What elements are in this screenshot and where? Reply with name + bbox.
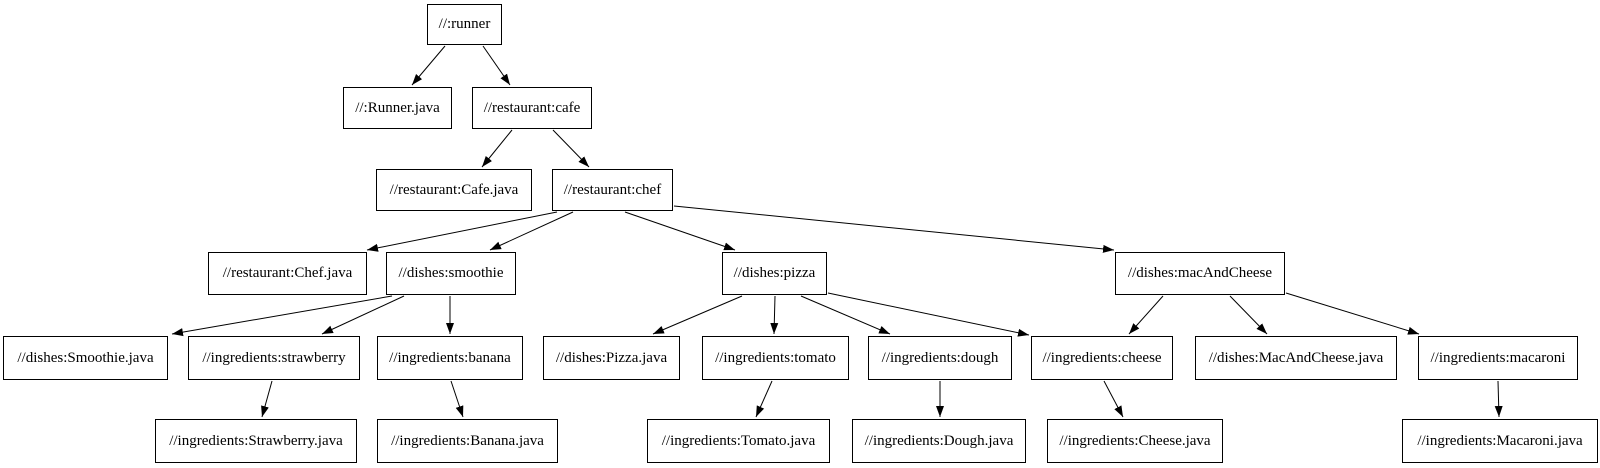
edge-macandcheese-to-macaroni [1285, 292, 1420, 335]
graph-node-cheese: //ingredients:cheese [1031, 336, 1173, 380]
edge-smoothie-to-strawberry [321, 295, 405, 335]
edge-pizza-to-dough [800, 295, 891, 335]
edge-cafe-to-cafe_java [481, 129, 513, 168]
edge-strawberry-to-strawberry_java [261, 380, 273, 418]
graph-node-cafe: //restaurant:cafe [472, 87, 592, 129]
edge-banana-to-banana_java [450, 380, 464, 418]
edge-chef-to-pizza [624, 211, 736, 251]
graph-node-pizza: //dishes:pizza [722, 252, 827, 295]
edge-runner-to-runner_java [411, 45, 446, 86]
graph-node-chef_java: //restaurant:Chef.java [208, 252, 367, 295]
edge-macandcheese-to-macandcheese_java [1229, 295, 1268, 335]
graph-node-runner: //:runner [427, 4, 502, 45]
edge-macandcheese-to-cheese [1128, 295, 1164, 335]
graph-node-dough_java: //ingredients:Dough.java [852, 419, 1026, 463]
edge-tomato-to-tomato_java [755, 380, 773, 418]
graph-node-strawberry_java: //ingredients:Strawberry.java [155, 419, 357, 463]
edge-macaroni-to-macaroni_java [1494, 380, 1503, 418]
graph-node-runner_java: //:Runner.java [343, 87, 452, 129]
edge-pizza-to-tomato [770, 295, 779, 335]
edge-layer [171, 45, 1503, 418]
edge-runner-to-cafe [482, 45, 511, 86]
edge-smoothie-to-smoothie_java [171, 295, 393, 337]
graph-node-banana_java: //ingredients:Banana.java [377, 419, 558, 463]
graph-node-smoothie: //dishes:smoothie [386, 252, 516, 295]
edge-cafe-to-chef [552, 129, 590, 168]
graph-node-macaroni_java: //ingredients:Macaroni.java [1402, 419, 1598, 463]
graph-node-smoothie_java: //dishes:Smoothie.java [3, 336, 168, 380]
graph-node-cafe_java: //restaurant:Cafe.java [376, 169, 532, 211]
edge-pizza-to-pizza_java [652, 295, 743, 335]
graph-node-strawberry: //ingredients:strawberry [188, 336, 360, 380]
edge-cheese-to-cheese_java [1103, 380, 1124, 418]
edge-chef-to-chef_java [366, 211, 558, 252]
edge-pizza-to-cheese [827, 292, 1030, 337]
graph-node-pizza_java: //dishes:Pizza.java [543, 336, 680, 380]
graph-node-macandcheese_java: //dishes:MacAndCheese.java [1195, 336, 1397, 380]
graph-node-chef: //restaurant:chef [552, 169, 673, 211]
graph-node-dough: //ingredients:dough [868, 336, 1012, 380]
edge-chef-to-smoothie [489, 211, 574, 251]
graph-node-macaroni: //ingredients:macaroni [1418, 336, 1578, 380]
graph-node-banana: //ingredients:banana [377, 336, 523, 380]
graph-node-tomato_java: //ingredients:Tomato.java [647, 419, 830, 463]
graph-node-tomato: //ingredients:tomato [702, 336, 849, 380]
graph-node-cheese_java: //ingredients:Cheese.java [1047, 419, 1223, 463]
graph-node-macandcheese: //dishes:macAndCheese [1115, 252, 1285, 295]
edge-chef-to-macandcheese [673, 205, 1115, 253]
